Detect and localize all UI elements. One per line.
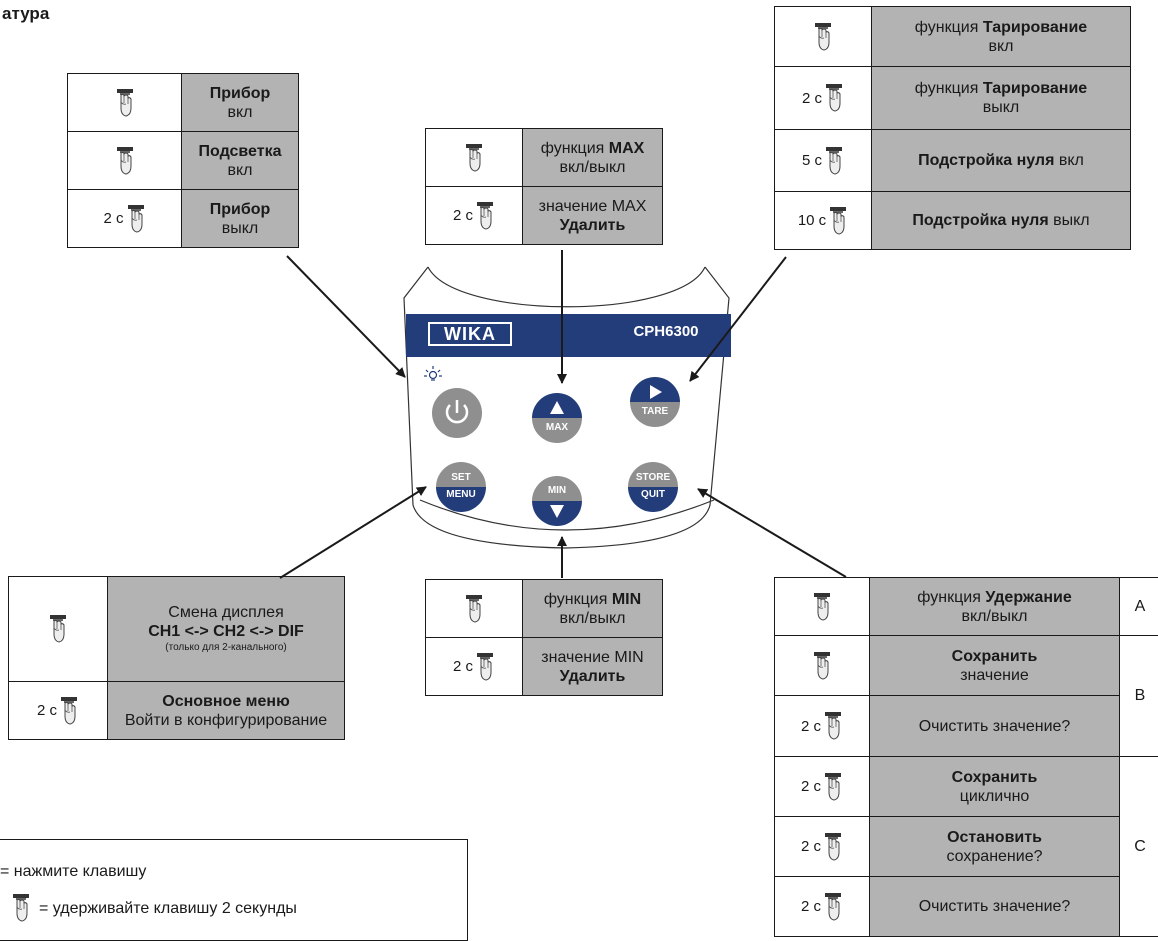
store-quit-button[interactable]: STORE QUIT (628, 462, 678, 512)
max-up-button[interactable]: MAX (532, 393, 582, 443)
power-icon (432, 388, 482, 438)
store-label: STORE (628, 462, 678, 487)
down-arrow-icon (532, 501, 582, 526)
set-menu-button[interactable]: SET MENU (436, 462, 486, 512)
min-down-button[interactable]: MIN (532, 476, 582, 526)
connector-arrow (698, 489, 846, 577)
hold-key-hand-icon (11, 893, 31, 923)
play-arrow-icon (630, 377, 680, 402)
right-half (630, 377, 680, 402)
tare-label: TARE (630, 402, 680, 427)
min-label: MIN (532, 476, 582, 501)
set-label: SET (436, 462, 486, 487)
legend-hold-text: = удерживайте клавишу 2 секунды (39, 900, 297, 918)
tare-button[interactable]: TARE (630, 377, 680, 427)
menu-label: MENU (436, 487, 486, 512)
device-model: CPH6300 (608, 323, 724, 340)
max-label: MAX (532, 418, 582, 443)
quit-label: QUIT (628, 487, 678, 512)
legend-press-text: = нажмите клавишу (0, 863, 146, 881)
wika-logo: WIKA (428, 322, 512, 346)
down-half (532, 501, 582, 526)
up-half (532, 393, 582, 418)
connector-arrow (280, 487, 426, 578)
connector-arrow (287, 256, 405, 377)
up-arrow-icon (532, 393, 582, 418)
backlight-icon (424, 366, 442, 380)
power-button[interactable] (432, 388, 482, 438)
legend: = нажмите клавишу = удерживайте клавишу … (0, 839, 468, 941)
keypad-outline (428, 267, 705, 307)
